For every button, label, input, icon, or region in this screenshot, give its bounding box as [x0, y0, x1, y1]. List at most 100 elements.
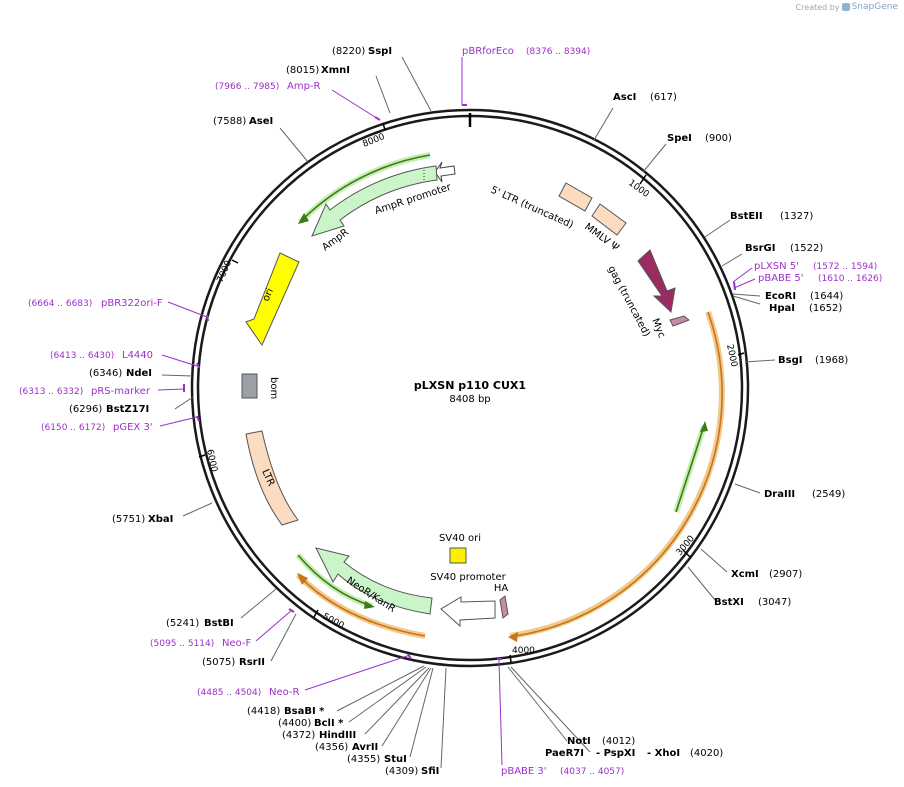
enzyme-pspxi: - PspXI	[596, 748, 635, 759]
mmlv-psi-feature	[591, 203, 627, 236]
enzyme-xcmi-pos: (2907)	[769, 569, 802, 580]
ampr-promoter-arrow	[434, 161, 456, 183]
ampr-feature	[311, 165, 438, 237]
gag-label: gag (truncated)	[605, 264, 652, 339]
enzyme-ndei: NdeI	[126, 368, 152, 379]
green-arrow-right-line	[675, 425, 705, 513]
enzyme-sfii-pos: (4309)	[385, 766, 418, 777]
green-arrow-right-head	[700, 421, 708, 432]
created-by-text: Created by	[795, 2, 840, 12]
tick-label-6000: 6000	[204, 449, 219, 474]
enzyme-stui: StuI	[384, 754, 407, 765]
primer-pbr322ori: pBR322ori-F	[101, 298, 163, 309]
plasmid-name: pLXSN p110 CUX1	[414, 379, 526, 392]
snapgene-brand: Created by SnapGene	[796, 2, 898, 12]
enzyme-bcli: BclI *	[314, 718, 344, 729]
enzyme-sspi-pos: (8220)	[332, 46, 365, 57]
enzyme-sspi: SspI	[368, 46, 392, 57]
enzyme-hpai-pos: (1652)	[809, 303, 842, 314]
enzyme-noti: NotI	[567, 736, 591, 747]
primer-plxsn5: pLXSN 5'	[754, 261, 799, 272]
enzyme-ndei-pos: (6346)	[89, 368, 122, 379]
enzyme-bsteii: BstEII	[730, 211, 763, 222]
ha-feature	[499, 595, 509, 619]
sv40-promoter-label: SV40 promoter	[430, 572, 506, 583]
primer-ampr: Amp-R	[287, 81, 321, 92]
ampr-green-line-head	[298, 213, 309, 224]
enzyme-xcmi: XcmI	[731, 569, 759, 580]
enzyme-stui-pos: (4355)	[347, 754, 380, 765]
gag-feature	[637, 249, 676, 314]
enzyme-asci: AscI	[613, 92, 636, 103]
lower-orange-arc	[299, 576, 426, 637]
enzyme-sfii: SfiI	[421, 766, 439, 777]
enzyme-ecori-pos: (1644)	[810, 291, 843, 302]
enzyme-bstbi-pos: (5241)	[166, 618, 199, 629]
lower-orange-arc-head	[297, 573, 308, 585]
enzyme-xbai-pos: (5751)	[112, 514, 145, 525]
enzyme-bstxi: BstXI	[714, 597, 744, 608]
enzyme-hindiii-pos: (4372)	[282, 730, 315, 741]
enzyme-bsabi: BsaBI *	[284, 706, 325, 717]
enzyme-paer7i: PaeR7I	[545, 748, 584, 759]
ha-label: HA	[494, 583, 509, 594]
enzyme-draiii: DraIII	[764, 489, 795, 500]
orange-arc-line	[514, 311, 723, 637]
enzyme-bstbi: BstBI	[204, 618, 234, 629]
primer-pbr322ori-range: (6664 .. 6683)	[28, 299, 92, 309]
primer-pgex3-range: (6150 .. 6172)	[41, 423, 105, 433]
tick-label-7000: 7000	[216, 259, 235, 284]
tick-label-2000: 2000	[724, 344, 739, 369]
sv40-promoter-arrow	[440, 596, 496, 628]
enzyme-hpai: HpaI	[769, 303, 795, 314]
primer-pbrforeco: pBRforEco	[462, 46, 514, 57]
enzyme-hindiii: HindIII	[319, 730, 356, 741]
enzyme-bstz17i-pos: (6296)	[69, 404, 102, 415]
enzyme-avrii: AvrII	[352, 742, 378, 753]
enzyme-xmni: XmnI	[321, 65, 350, 76]
primer-pbrforeco-range: (8376 .. 8394)	[526, 47, 590, 57]
enzyme-asei: AseI	[249, 116, 273, 127]
primer-plxsn5-range: (1572 .. 1594)	[813, 262, 877, 272]
orange-arc-arrowhead	[508, 632, 518, 642]
primer-l4440-range: (6413 .. 6430)	[50, 351, 114, 361]
primer-neor-range: (4485 .. 4504)	[197, 688, 261, 698]
enzyme-bsrgi-pos: (1522)	[790, 243, 823, 254]
enzyme-xhoi: - XhoI	[647, 748, 680, 759]
primer-leader-lines	[157, 57, 756, 766]
enzyme-bsabi-pos: (4418)	[247, 706, 280, 717]
primer-pbabe3: pBABE 3'	[501, 766, 547, 777]
enzyme-paer7i-pos: (4020)	[690, 748, 723, 759]
primer-pbabe5: pBABE 5'	[758, 273, 804, 284]
enzyme-bsrgi: BsrGI	[745, 243, 775, 254]
enzyme-draiii-pos: (2549)	[812, 489, 845, 500]
enzyme-ecori: EcoRI	[765, 291, 796, 302]
neor-green-line-head	[364, 601, 375, 609]
primer-pbabe3-range: (4037 .. 4057)	[560, 767, 624, 777]
tick-label-4000: 4000	[512, 646, 535, 656]
enzyme-rsrii: RsrII	[239, 657, 265, 668]
bom-feature	[241, 373, 258, 399]
enzyme-spei-pos: (900)	[705, 133, 732, 144]
enzyme-bstxi-pos: (3047)	[758, 597, 791, 608]
enzyme-noti-pos: (4012)	[602, 736, 635, 747]
enzyme-xmni-pos: (8015)	[286, 65, 319, 76]
enzyme-asci-pos: (617)	[650, 92, 677, 103]
enzyme-spei: SpeI	[667, 133, 692, 144]
primer-pbabe5-range: (1610 .. 1626)	[818, 274, 882, 284]
primer-prsmarker: pRS-marker	[91, 386, 151, 397]
ampr-green-line-core	[301, 154, 431, 221]
myc-feature	[669, 315, 690, 327]
primer-pgex3: pGEX 3'	[113, 422, 153, 433]
tick-group	[198, 122, 745, 663]
enzyme-leader-lines	[161, 56, 776, 769]
primer-prsmarker-range: (6313 .. 6332)	[19, 387, 83, 397]
tick-label-8000: 8000	[361, 132, 386, 150]
neor-green-line	[297, 554, 373, 607]
bom-label: bom	[268, 377, 279, 399]
sv40-ori-label: SV40 ori	[439, 533, 481, 544]
enzyme-avrii-pos: (4356)	[315, 742, 348, 753]
myc-label: Myc	[649, 317, 667, 340]
enzyme-asei-pos: (7588)	[213, 116, 246, 127]
